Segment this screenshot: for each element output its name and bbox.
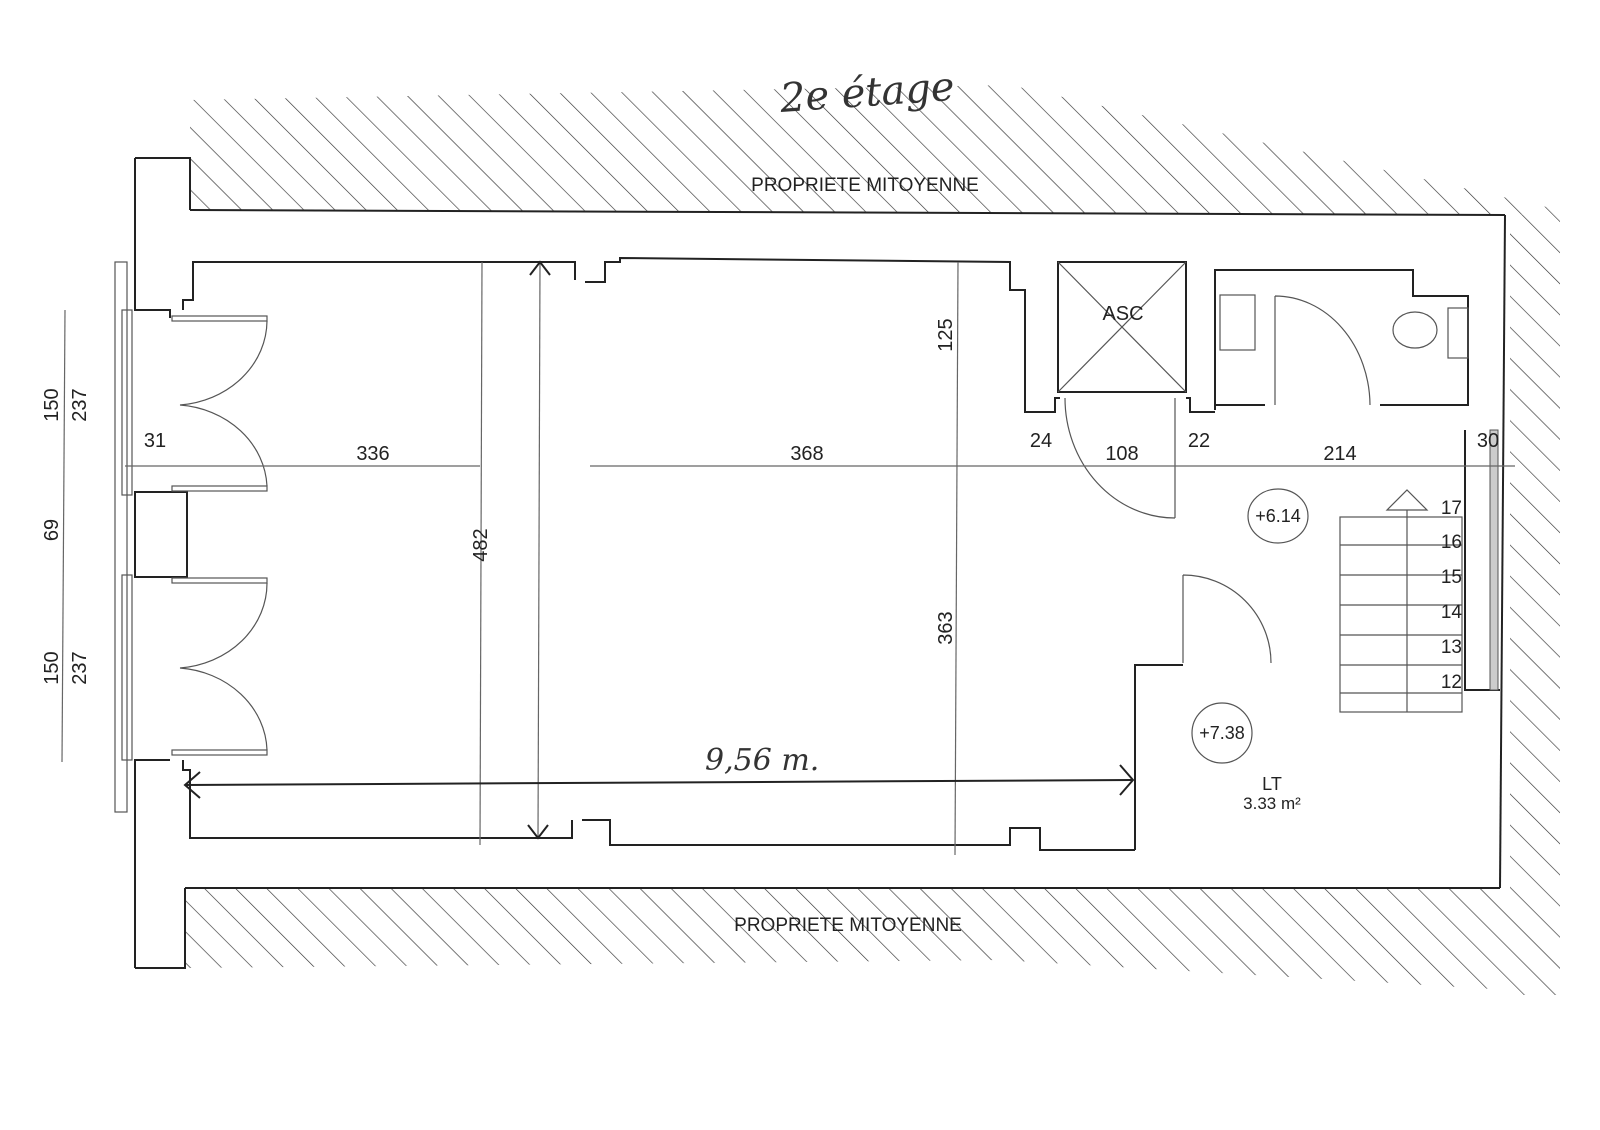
dim-label: 30 [1477,430,1499,452]
french-doors [171,315,268,756]
hatched-neighbor-right [1499,214,1560,995]
step-number: 14 [1441,602,1463,623]
hatched-neighbor-bottom [185,887,1510,990]
staircase: 17 16 15 14 13 12 [1339,489,1463,713]
interior-walls [182,256,1500,851]
dimension-lines [61,260,1515,856]
dim-label: 237 [69,651,91,684]
dim-label: 214 [1323,443,1356,465]
stair-arrow-icon [1385,489,1429,511]
room-name-lt: LT [1262,774,1282,794]
elevator-label: ASC [1102,303,1143,325]
room-area-lt: 3.33 m² [1243,794,1301,813]
neighbor-label-top: PROPRIETE MITOYENNE [751,175,979,196]
dim-label: 237 [69,388,91,421]
step-number: 15 [1441,567,1462,588]
handwritten-length: 9,56 m. [705,743,819,778]
step-number: 12 [1441,672,1462,693]
dim-label: 24 [1030,430,1052,452]
dim-label: 368 [790,443,823,465]
dim-label: 336 [356,443,389,465]
facade-walls [114,157,191,969]
dim-label: 22 [1188,430,1210,452]
level-marker-lt: +7.38 [1199,723,1245,743]
hatched-neighbor-top [189,85,1560,216]
dim-label: 108 [1105,443,1138,465]
dim-label: 363 [935,611,957,644]
dim-label: 125 [935,318,957,351]
dim-label: 69 [41,519,63,541]
step-number: 16 [1441,532,1462,553]
dim-label: 150 [41,388,63,421]
dim-label: 31 [144,430,166,452]
step-number: 13 [1441,637,1462,658]
dim-label: 150 [41,651,63,684]
step-number: 17 [1441,498,1462,519]
level-marker-landing: +6.14 [1255,506,1301,526]
neighbor-label-bottom: PROPRIETE MITOYENNE [734,915,962,936]
dim-label: 482 [470,528,492,561]
